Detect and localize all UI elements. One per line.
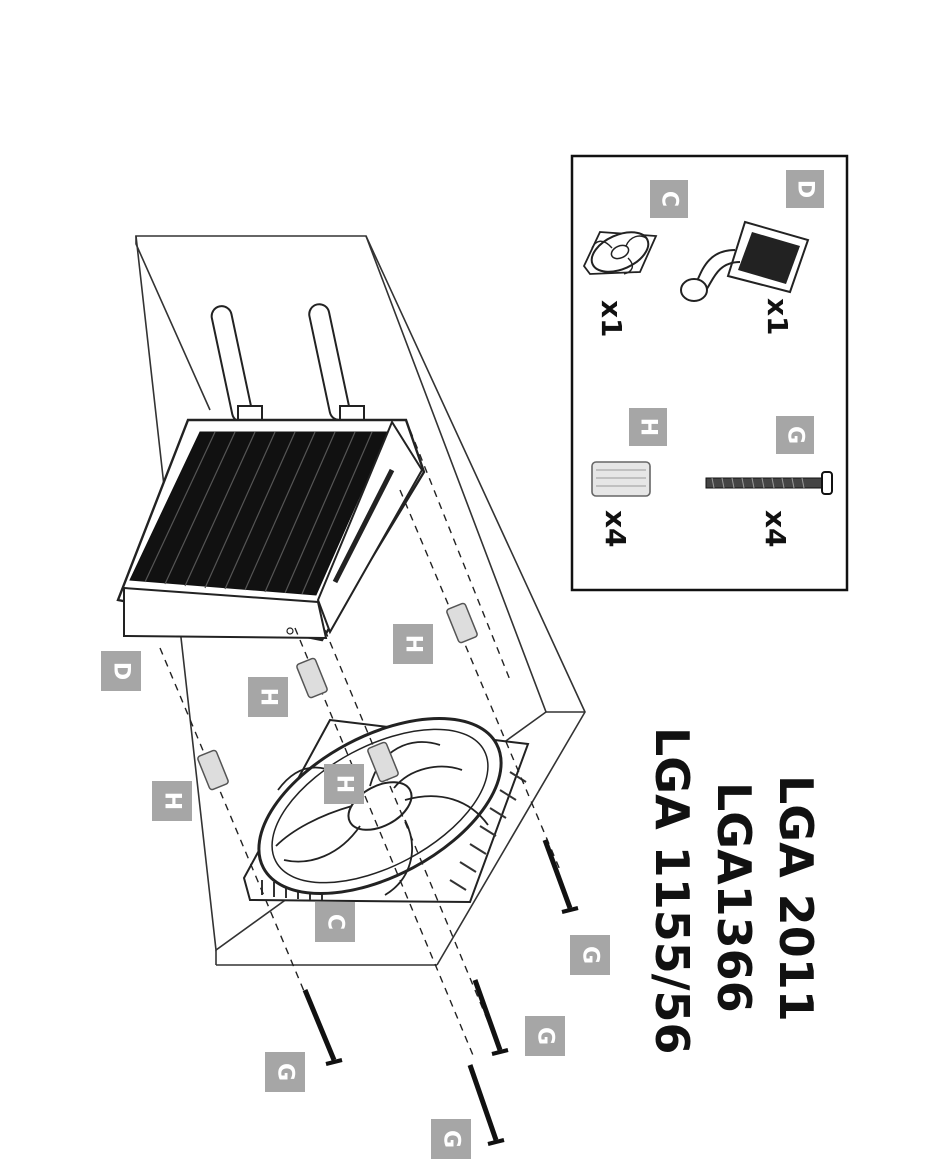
callout-g-1: G xyxy=(265,1052,305,1092)
parts-tag-c: C xyxy=(650,180,688,218)
parts-box: D x1 C x1 xyxy=(572,156,847,590)
parts-tag-d: D xyxy=(786,170,824,208)
screw-g-1 xyxy=(305,990,342,1064)
socket-labels: LGA 2011 LGA1366 LGA 1155/56 xyxy=(645,727,823,1055)
callout-h-2: H xyxy=(248,677,288,717)
svg-text:G: G xyxy=(578,946,603,964)
parts-qty-d: x1 xyxy=(761,298,794,336)
svg-text:H: H xyxy=(401,635,426,653)
callout-h-4: H xyxy=(393,624,433,664)
socket-label-1: LGA 2011 xyxy=(769,775,823,1022)
svg-text:D: D xyxy=(109,662,134,680)
svg-text:H: H xyxy=(160,792,185,810)
svg-text:G: G xyxy=(533,1027,558,1045)
svg-text:C: C xyxy=(323,914,348,930)
callout-h-1: H xyxy=(152,781,192,821)
screw-g-3 xyxy=(470,1065,504,1144)
svg-text:G: G xyxy=(783,426,808,444)
svg-text:H: H xyxy=(332,775,357,793)
svg-text:G: G xyxy=(273,1063,298,1081)
parts-tag-h: H xyxy=(629,408,667,446)
screw-g-4 xyxy=(545,840,578,912)
callout-h-3: H xyxy=(324,764,364,804)
callout-c: C xyxy=(315,902,355,942)
mini-spacer-icon xyxy=(592,462,650,496)
callout-g-4: G xyxy=(570,935,610,975)
svg-text:D: D xyxy=(793,180,818,198)
callout-g-3: G xyxy=(525,1016,565,1056)
parts-tag-g: G xyxy=(776,416,814,454)
callout-d: D xyxy=(101,651,141,691)
parts-qty-g: x4 xyxy=(759,510,792,548)
svg-text:G: G xyxy=(439,1130,464,1148)
svg-text:H: H xyxy=(636,418,661,436)
svg-text:C: C xyxy=(657,191,682,207)
callout-g-2: G xyxy=(431,1119,471,1159)
svg-text:H: H xyxy=(256,688,281,706)
parts-qty-c: x1 xyxy=(595,300,628,338)
screw-g-2 xyxy=(475,980,508,1054)
parts-qty-h: x4 xyxy=(599,510,632,548)
socket-label-2: LGA1366 xyxy=(707,782,761,1013)
socket-label-3: LGA 1155/56 xyxy=(645,727,699,1055)
